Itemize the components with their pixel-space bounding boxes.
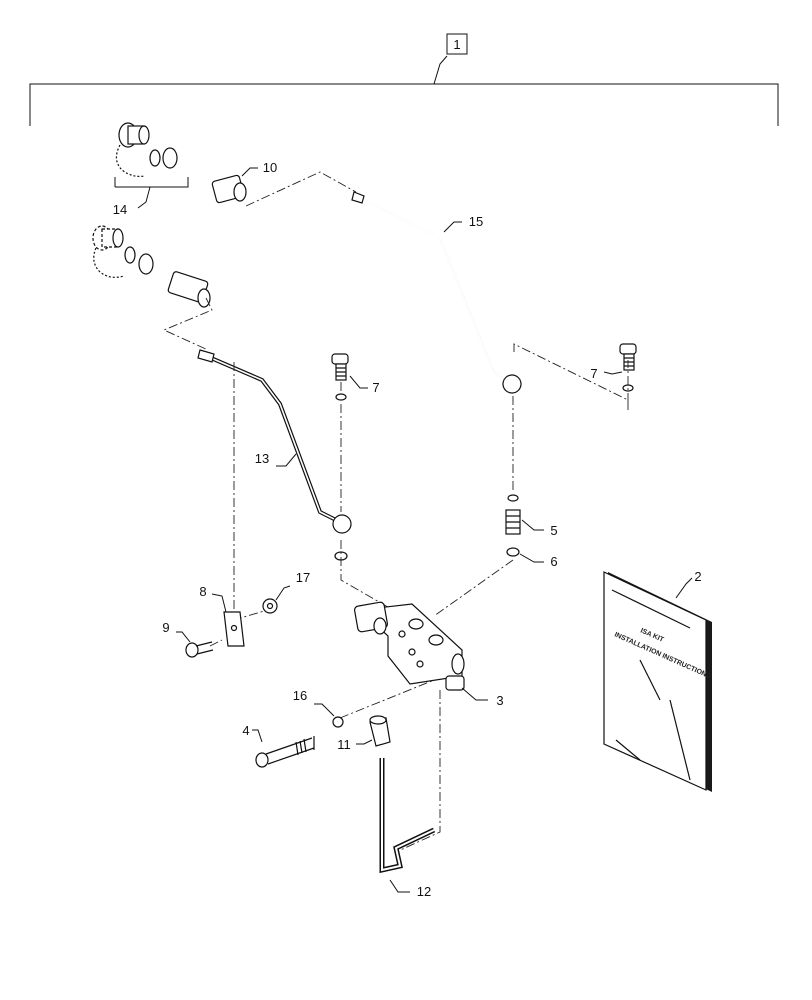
callout-2: 2: [694, 569, 701, 584]
callout-14: 14: [113, 202, 127, 217]
callout-13: 13: [255, 451, 269, 466]
nut-17: 17: [262, 570, 310, 614]
callout-9: 9: [162, 620, 169, 635]
callout-1: 1: [453, 37, 460, 52]
callout-17: 17: [296, 570, 310, 585]
bracket-8: 8: [199, 584, 245, 647]
alignment-lines: [162, 171, 629, 853]
tube-15: 15: [351, 191, 522, 394]
callout-15: 15: [469, 214, 483, 229]
valve-3: 3: [354, 601, 504, 708]
kit-bracket: 1: [29, 33, 779, 126]
adapter-5: 5: [505, 494, 558, 538]
instruction-booklet-2: ISA KIT INSTALLATION INSTRUCTIONS 2: [603, 569, 712, 792]
callout-6: 6: [550, 554, 557, 569]
washer-16: 16: [293, 688, 344, 728]
callout-16: 16: [293, 688, 307, 703]
tube-13: 13: [197, 349, 352, 534]
callout-7-right: 7: [590, 366, 597, 381]
bolt-4: 4: [242, 723, 315, 768]
callout-8: 8: [199, 584, 206, 599]
callout-4: 4: [242, 723, 249, 738]
callout-12: 12: [417, 884, 431, 899]
callout-3: 3: [496, 693, 503, 708]
lever-12: 12: [379, 758, 436, 899]
callout-11: 11: [337, 737, 351, 752]
washer-6: 6: [506, 547, 558, 569]
knob-11: 11: [337, 715, 391, 752]
screw-9: 9: [162, 620, 214, 658]
banjo-bolt-right: 7: [590, 343, 637, 392]
callout-10: 10: [263, 160, 277, 175]
banjo-bolt-left: 7: [331, 353, 380, 401]
coupler-10: 10: [211, 160, 277, 204]
callout-5: 5: [550, 523, 557, 538]
callout-7-left: 7: [372, 380, 379, 395]
coupler-kit-upper: 14: [113, 122, 189, 217]
coupler-kit-lower: [92, 225, 211, 308]
